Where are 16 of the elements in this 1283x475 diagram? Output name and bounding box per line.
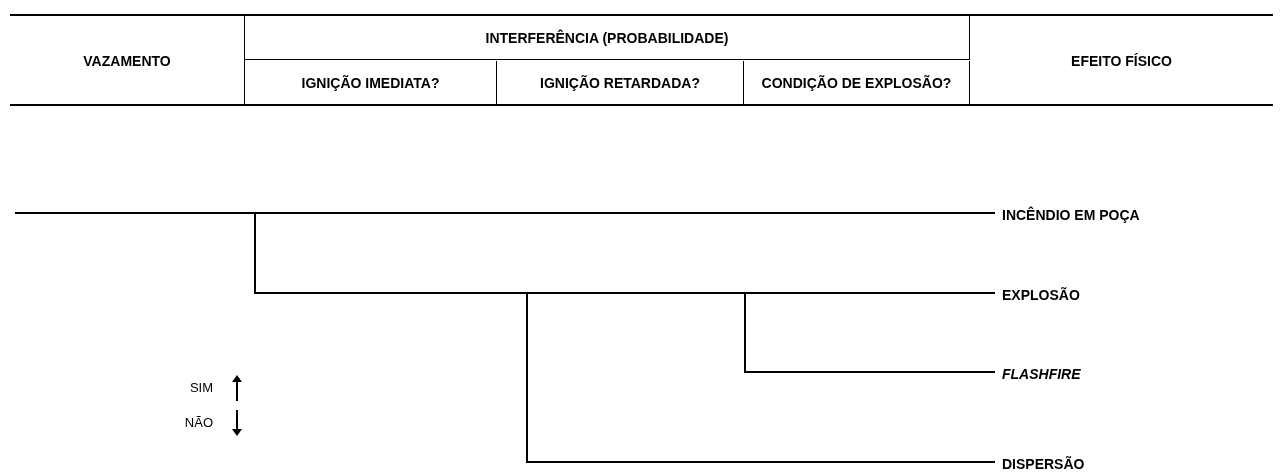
table-cell: IGNIÇÃO RETARDADA? [497, 61, 744, 105]
tree-branch-line [254, 212, 996, 294]
outcome-label: FLASHFIRE [995, 365, 1081, 383]
table-cell: VAZAMENTO [10, 16, 245, 105]
outcome-label: DISPERSÃO [995, 455, 1085, 473]
tree-branch-line [14, 212, 996, 214]
table-cell: CONDIÇÃO DE EXPLOSÃO? [744, 61, 970, 105]
legend-label: NÃO [183, 415, 213, 431]
table-cell: INTERFERÊNCIA (PROBABILIDADE) [245, 16, 970, 60]
table-cell-text: EFEITO FÍSICO [1070, 51, 1173, 71]
outcome-label: INCÊNDIO EM POÇA [995, 206, 1140, 224]
tree-branch-line [744, 292, 996, 373]
legend-label: SIM [188, 380, 213, 396]
table-cell: IGNIÇÃO IMEDIATA? [245, 61, 497, 105]
tree-branch-line [526, 292, 996, 463]
outcome-label: EXPLOSÃO [995, 286, 1080, 304]
